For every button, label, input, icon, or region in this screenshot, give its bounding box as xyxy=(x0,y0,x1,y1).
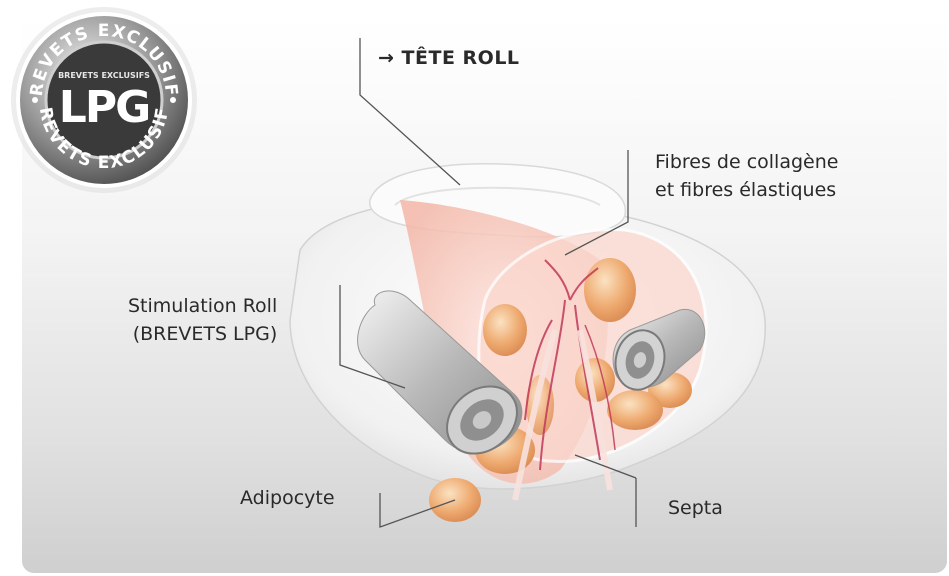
fibres-label: Fibres de collagène et fibres élastiques xyxy=(655,148,838,204)
arrow-icon: → xyxy=(378,47,394,69)
stimulation-label-line2: (BREVETS LPG) xyxy=(128,320,277,348)
fibres-label-line1: Fibres de collagène xyxy=(655,148,838,176)
septa-label: Septa xyxy=(668,494,723,522)
badge-inner-small-text: BREVETS EXCLUSIFS xyxy=(58,71,150,80)
adipocyte-label: Adipocyte xyxy=(240,484,335,512)
fibres-label-line2: et fibres élastiques xyxy=(655,176,838,204)
stimulation-label: Stimulation Roll (BREVETS LPG) xyxy=(128,292,277,348)
stimulation-label-line1: Stimulation Roll xyxy=(128,292,277,320)
title-label: → TÊTE ROLL xyxy=(378,44,520,72)
lpg-badge: BREVETS EXCLUSIFS BREVETS EXCLUSIFS BREV… xyxy=(0,0,197,193)
title-text: TÊTE ROLL xyxy=(402,47,520,69)
badge-logo-text: LPG xyxy=(59,82,149,133)
